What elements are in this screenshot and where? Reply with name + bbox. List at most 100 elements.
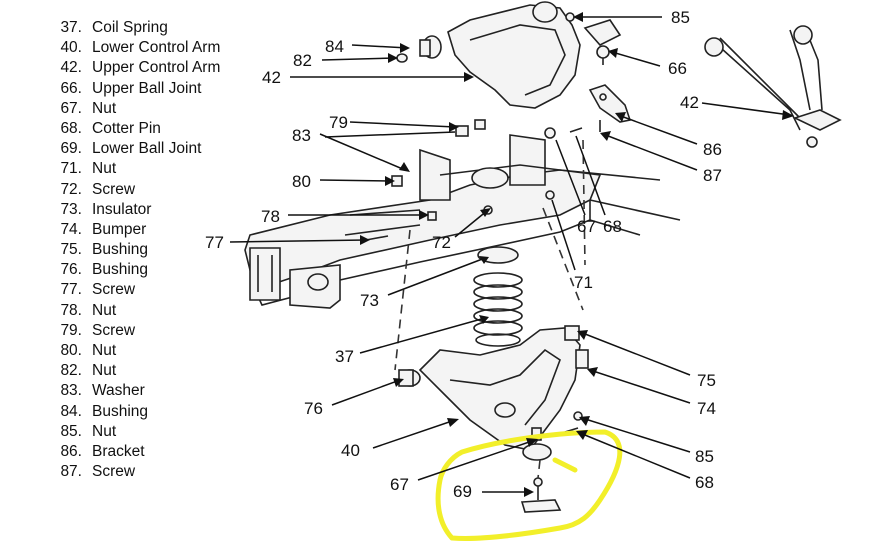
callout-85-top: 85 [671, 8, 690, 27]
callout-68-top: 68 [603, 217, 622, 236]
legend-item: 83.Washer [40, 381, 260, 401]
legend-number: 87. [60, 463, 82, 481]
legend-item: 73. Insulator [40, 200, 260, 220]
legend-label: Screw [92, 463, 136, 481]
legend-number: 83. [60, 382, 82, 400]
legend-number: 85. [60, 422, 82, 440]
legend-label: Insulator [92, 200, 152, 218]
callout-76: 76 [304, 399, 323, 418]
legend-item: 74. Bumper [40, 220, 260, 240]
frame-crossmember [244, 134, 681, 309]
coil-spring [473, 246, 523, 347]
legend-label: Screw [92, 281, 136, 299]
legend-label: Bushing [92, 241, 149, 259]
legend-number: 72. [60, 180, 82, 198]
callout-77: 77 [205, 233, 224, 252]
callout-37: 37 [335, 347, 354, 366]
callout-40: 40 [341, 441, 360, 460]
callout-85-bottom: 85 [695, 447, 714, 466]
legend-number: 80. [60, 342, 82, 359]
legend-number: 37. [60, 19, 82, 36]
callout-82: 82 [293, 51, 312, 70]
legend-label: Upper Ball Joint [92, 79, 202, 97]
legend-number: 67. [60, 99, 82, 117]
lower-control-arm [398, 325, 589, 461]
legend-label: Lower Ball Joint [92, 140, 202, 158]
legend-number: 78. [60, 301, 82, 319]
legend-number: 79. [60, 321, 82, 339]
legend-number: 82. [60, 362, 82, 380]
legend-number: 66. [60, 79, 82, 97]
legend-label: Bracket [92, 442, 145, 460]
legend-label: Bushing [92, 261, 149, 279]
callout-84: 84 [325, 37, 344, 56]
callout-74: 74 [697, 399, 716, 418]
legend-label: Bushing [92, 402, 149, 420]
legend-label: Bumper [92, 220, 147, 238]
upper-control-arm-side [704, 25, 842, 148]
legend-number: 68. [60, 119, 82, 137]
callout-78: 78 [261, 207, 280, 226]
bracket [588, 84, 632, 132]
legend-item: 40.Lower Control Arm [40, 38, 260, 58]
legend-number: 77. [60, 281, 82, 299]
legend-label: Nut [92, 362, 117, 380]
legend-item: 71. Nut [40, 159, 260, 179]
legend-number: 75. [60, 241, 82, 259]
legend-label: Upper Control Arm [92, 59, 221, 77]
upper-control-arm [396, 1, 581, 109]
legend-number: 69. [60, 140, 82, 158]
callout-86: 86 [703, 140, 722, 159]
callout-83: 83 [292, 126, 311, 145]
legend-item: 69. Lower Ball Joint [40, 139, 260, 159]
legend-item: 68. Cotter Pin [40, 119, 260, 139]
arrowheads [360, 12, 794, 497]
legend-item: 37. Coil Spring [40, 18, 260, 38]
legend-label: Lower Control Arm [92, 39, 221, 57]
callout-labels: 84 82 42 85 66 42 86 87 79 83 80 78 77 7… [205, 8, 722, 501]
legend-item: 72.Screw [40, 180, 260, 200]
callout-68-bottom: 68 [695, 473, 714, 492]
callout-42-main: 42 [262, 68, 281, 87]
legend-number: 74. [60, 220, 82, 238]
legend-number: 71. [60, 160, 82, 178]
legend-label: Nut [92, 342, 117, 359]
callout-87: 87 [703, 166, 722, 185]
legend-number: 84. [60, 402, 82, 420]
legend-item: 67.Nut [40, 99, 260, 119]
legend-label: Screw [92, 321, 136, 339]
legend-item: 42. Upper Control Arm [40, 58, 260, 78]
callout-69: 69 [453, 482, 472, 501]
callout-79: 79 [329, 113, 348, 132]
upper-ball-joint [565, 12, 622, 65]
legend-label: Nut [92, 160, 117, 178]
callout-72: 72 [432, 233, 451, 252]
legend-item: 79. Screw [40, 321, 260, 341]
callout-66: 66 [668, 59, 687, 78]
legend-item: 84. Bushing [40, 402, 260, 422]
callout-73: 73 [360, 291, 379, 310]
legend-label: Nut [92, 422, 117, 440]
legend-number: 76. [60, 261, 82, 279]
legend-item: 82. Nut [40, 361, 260, 381]
legend-item: 66. Upper Ball Joint [40, 79, 260, 99]
legend-item: 87. Screw [40, 462, 260, 482]
legend-item: 76. Bushing [40, 260, 260, 280]
legend-item: 78. Nut [40, 301, 260, 321]
callout-75: 75 [697, 371, 716, 390]
fasteners [365, 119, 583, 241]
legend-label: Coil Spring [92, 19, 168, 36]
legend-item: 85. Nut [40, 422, 260, 442]
legend-item: 77. Screw [40, 280, 260, 300]
callout-42-side: 42 [680, 93, 699, 112]
legend-item: 80. Nut [40, 341, 260, 361]
legend-number: 73. [60, 200, 82, 218]
legend-label: Nut [92, 301, 117, 319]
legend-item: 86.Bracket [40, 442, 260, 462]
legend-number: 42. [60, 59, 82, 77]
legend-label: Cotter Pin [92, 119, 161, 137]
callout-67-top: 67 [577, 217, 596, 236]
legend-item: 75. Bushing [40, 240, 260, 260]
